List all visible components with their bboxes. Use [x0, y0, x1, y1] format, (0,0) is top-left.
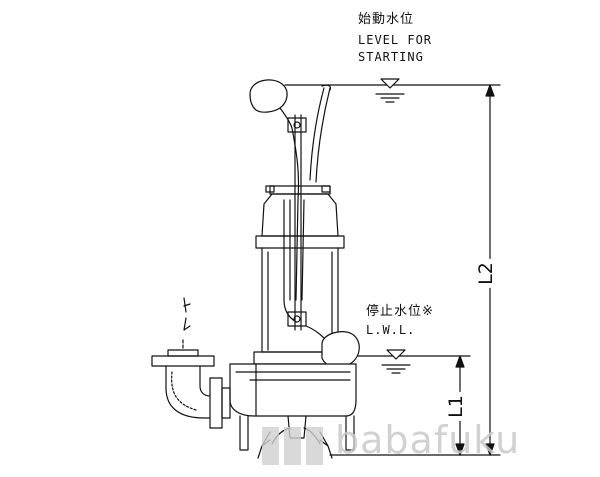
watermark-text: babafuku: [335, 418, 521, 462]
pump-casing: [229, 363, 357, 417]
lower-float-ball: [305, 325, 360, 368]
starting-level-marker: [284, 78, 501, 103]
dimension-l1-label: L1: [444, 392, 468, 421]
section-mark: [183, 297, 191, 331]
upper-float-ball: [249, 79, 293, 129]
float-cables: [291, 84, 332, 301]
guide-rod: [287, 114, 307, 331]
starting-level-label-jp: 始動水位: [358, 12, 415, 27]
starting-level-label-en-2: STARTING: [358, 50, 424, 64]
power-cable: [283, 199, 297, 323]
dimension-l2-label: L2: [474, 259, 498, 288]
discharge-elbow: [151, 339, 231, 429]
starting-level-label-en-1: LEVEL FOR: [358, 33, 433, 47]
stop-level-label-en: L.W.L.: [366, 323, 416, 337]
stop-level-label-jp: 停止水位※: [366, 304, 434, 319]
